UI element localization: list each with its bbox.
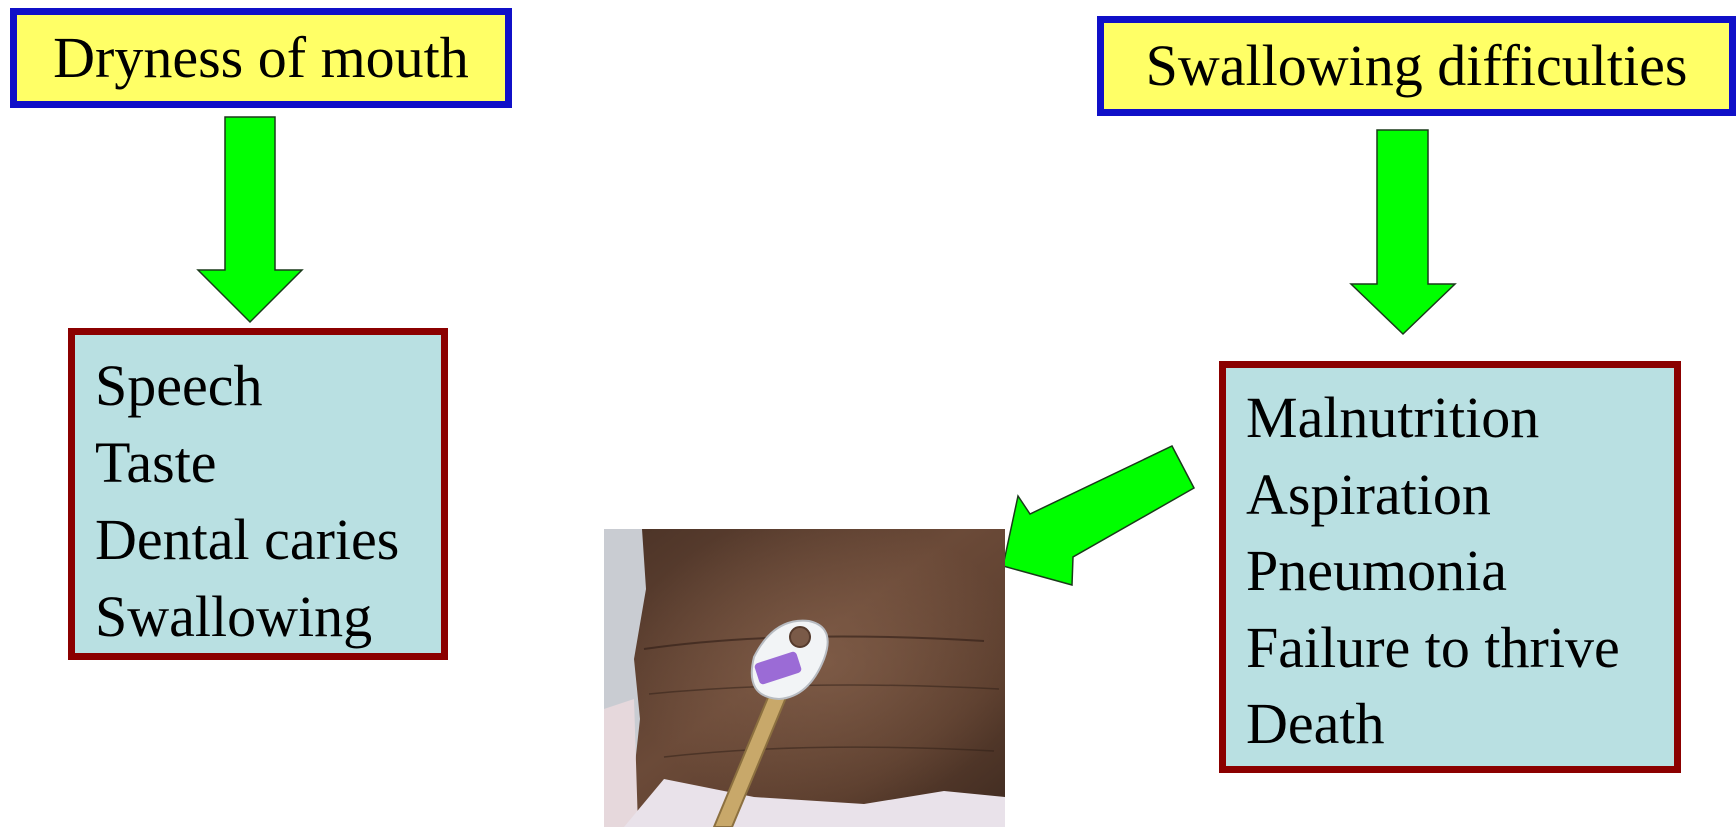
list-item: Malnutrition [1246,380,1674,457]
list-item: Aspiration [1246,457,1674,534]
down-arrow-left [198,117,302,322]
swallowing-consequences-list: Malnutrition Aspiration Pneumonia Failur… [1219,361,1681,773]
feeding-tube-photo [604,529,1005,827]
list-item: Dental caries [95,501,441,578]
list-item: Death [1246,686,1674,763]
swallowing-difficulties-box: Swallowing difficulties [1097,16,1736,116]
diagonal-arrow-to-photo [1003,446,1194,585]
list-item: Taste [95,424,441,501]
list-item: Failure to thrive [1246,610,1674,687]
dryness-of-mouth-label: Dryness of mouth [53,29,469,87]
down-arrow-right [1351,130,1455,334]
dry-mouth-consequences-list: Speech Taste Dental caries Swallowing [68,328,448,660]
list-item: Pneumonia [1246,533,1674,610]
list-item: Speech [95,347,441,424]
swallowing-difficulties-label: Swallowing difficulties [1146,37,1688,95]
dryness-of-mouth-box: Dryness of mouth [10,8,512,108]
list-item: Swallowing [95,578,441,655]
